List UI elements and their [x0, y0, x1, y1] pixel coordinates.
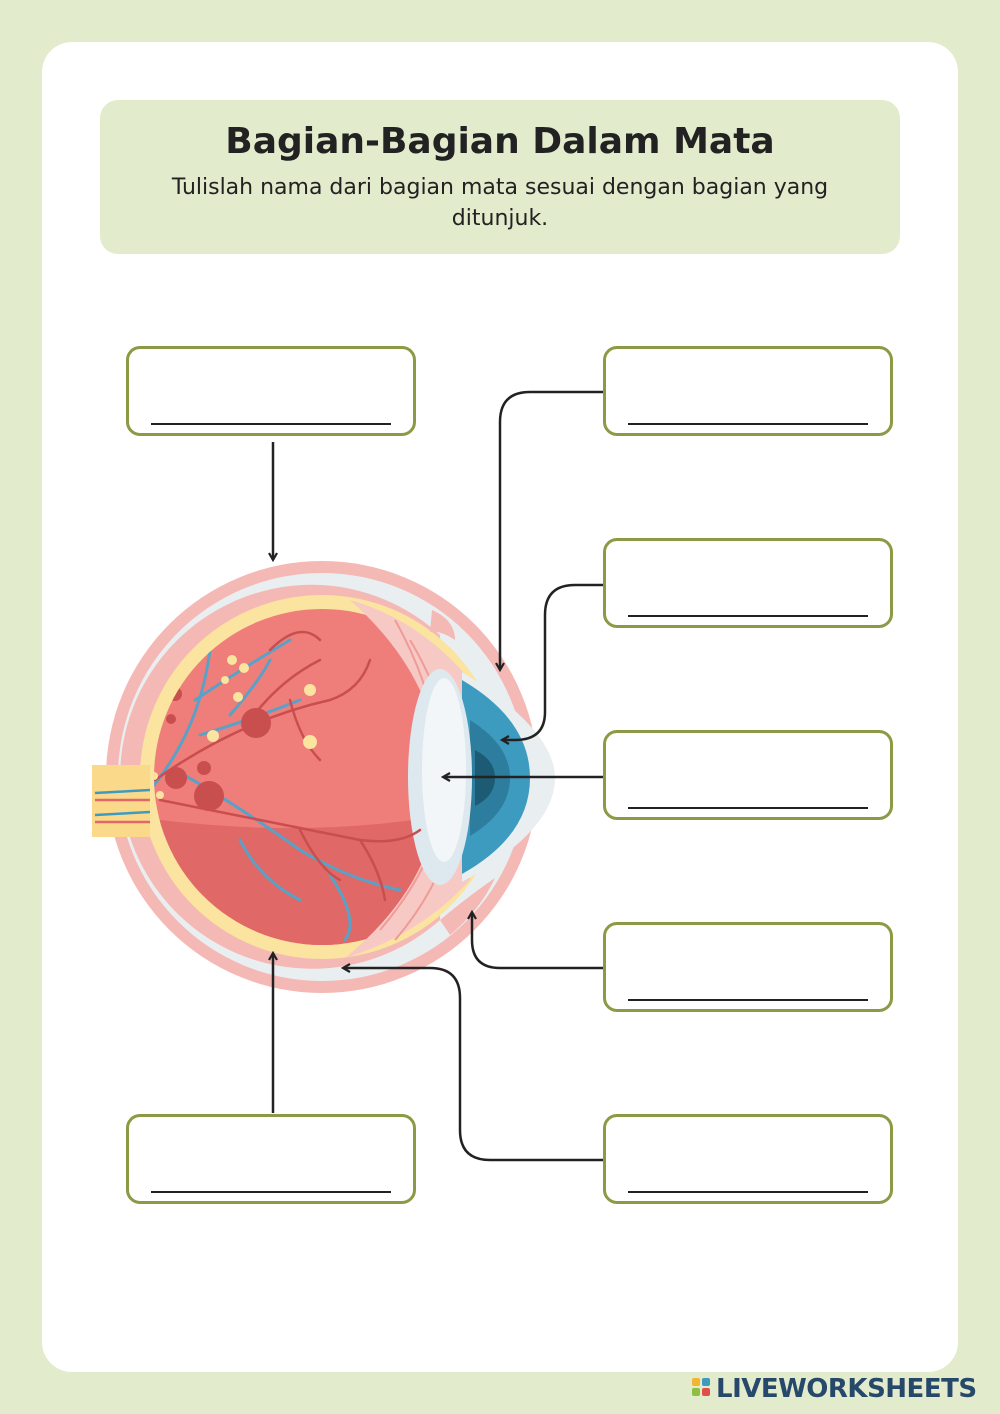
answer-field-3[interactable] [628, 569, 868, 617]
label-box-bottom-left [126, 1114, 416, 1204]
answer-field-7[interactable] [151, 1145, 391, 1193]
answer-field-1[interactable] [151, 377, 391, 425]
answer-field-2[interactable] [628, 377, 868, 425]
lens-highlight [422, 678, 466, 862]
label-box-right-4 [603, 922, 893, 1012]
answer-field-4[interactable] [628, 761, 868, 809]
label-box-top-left [126, 346, 416, 436]
answer-field-5[interactable] [628, 953, 868, 1001]
brand-name: LIVEWORKSHEETS [716, 1374, 977, 1404]
label-box-right-1 [603, 346, 893, 436]
arrow-cornea [500, 392, 603, 670]
label-box-right-5 [603, 1114, 893, 1204]
arrow-iris [472, 912, 603, 968]
liveworksheets-logo-icon [692, 1376, 712, 1402]
label-box-right-2 [603, 538, 893, 628]
label-box-right-3 [603, 730, 893, 820]
answer-field-6[interactable] [628, 1145, 868, 1193]
liveworksheets-brand: LIVEWORKSHEETS [692, 1374, 977, 1404]
